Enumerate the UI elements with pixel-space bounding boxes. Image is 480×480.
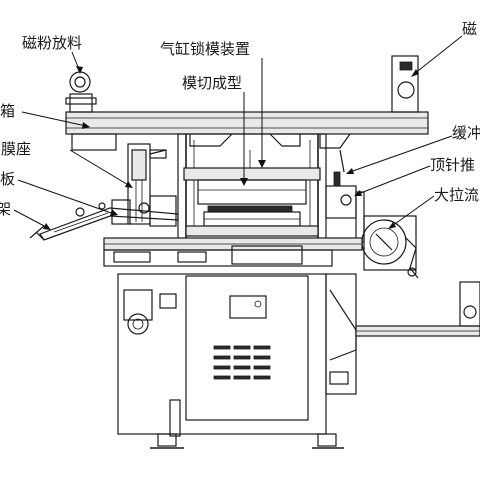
press-frame (177, 133, 327, 245)
leader-lines (13, 35, 463, 230)
upper-beam (65, 111, 429, 151)
vent-slots (213, 345, 271, 380)
label-magnetic-powder-unwind-right: 磁 (462, 20, 478, 38)
right-unwind-unit (391, 55, 419, 113)
label-film-cover-seat: 覆膜座 (0, 140, 32, 158)
label-cylinder-lock-mold: 气缸锁模装置 (160, 40, 251, 58)
feed-plate (29, 202, 179, 241)
beam-brackets (189, 133, 351, 149)
label-big-pull: 大拉流 (434, 186, 480, 204)
right-feed-units (325, 149, 419, 279)
label-plate: 板 (0, 170, 16, 188)
left-unwind-spool (65, 71, 97, 113)
film-seat-station (111, 143, 177, 227)
work-table (103, 237, 363, 267)
label-frame: 架 (0, 200, 12, 218)
label-electrical-box: 电箱 (0, 102, 16, 120)
label-magnetic-powder-unwind-left: 磁粉放料 (22, 34, 83, 52)
discharge-conveyor (325, 273, 480, 395)
lower-cabinet (117, 273, 327, 437)
label-die-cut-forming: 模切成型 (182, 74, 243, 92)
label-ejector-pin: 顶针推 (430, 156, 476, 174)
label-buffer: 缓冲 (452, 124, 480, 142)
machine-feet (150, 433, 344, 449)
